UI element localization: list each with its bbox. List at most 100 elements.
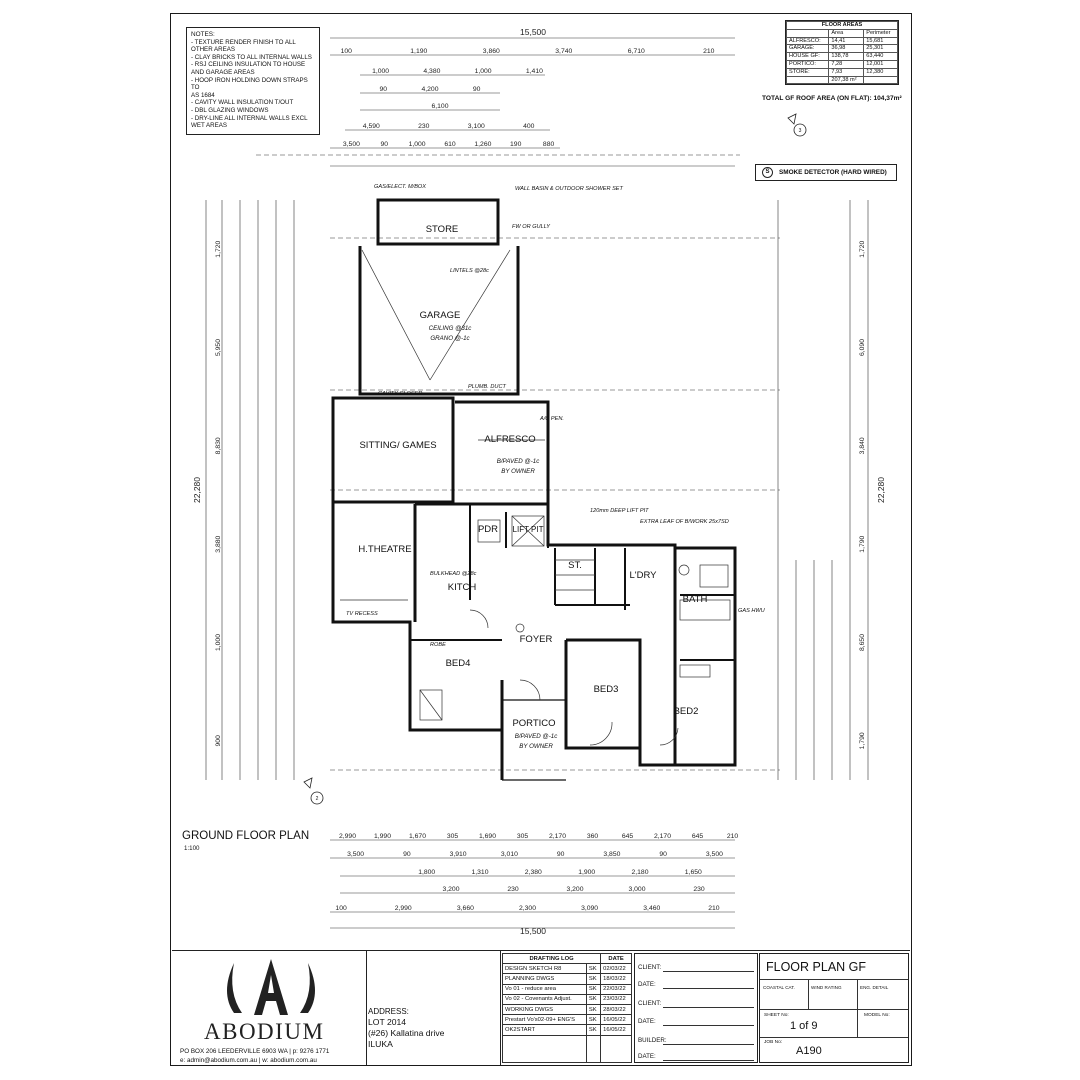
room-foyer: FOYER <box>520 634 553 645</box>
dimension-label: 305 <box>517 833 529 840</box>
room-portico: PORTICO <box>512 718 555 729</box>
dimension-label: 4,380 <box>423 68 440 75</box>
dimension-label: 5,950 <box>215 339 222 356</box>
dimension-label: 1,690 <box>479 833 496 840</box>
divider <box>760 1037 908 1038</box>
dimension-label: 230 <box>418 123 430 130</box>
log-by: SK <box>585 963 602 975</box>
room-alfresco: ALFRESCO <box>484 434 535 445</box>
dimension-label: 2,180 <box>631 869 648 876</box>
address-label: ADDRESS: <box>368 1007 409 1016</box>
room-h-theatre: H.THEATRE <box>358 544 411 555</box>
date-label: DATE: <box>638 1053 656 1060</box>
log-by: SK <box>585 1024 602 1036</box>
plan-title: GROUND FLOOR PLAN <box>182 830 310 842</box>
notes-box: NOTES: - TEXTURE RENDER FINISH TO ALL OT… <box>186 27 320 135</box>
dimension-label: 1,310 <box>471 869 488 876</box>
dimension-label: 3,200 <box>442 886 459 893</box>
room-lift-pit: LIFT PIT <box>513 525 544 534</box>
dimension-label: 8,650 <box>859 634 866 651</box>
address-line-1: LOT 2014 <box>368 1017 407 1027</box>
divider <box>857 979 858 1037</box>
log-blank <box>600 1034 632 1063</box>
note-ac-pen: A/C PEN. <box>539 416 564 422</box>
dimension-label: 2,990 <box>339 833 356 840</box>
log-by: SK <box>585 983 602 995</box>
note-line: OTHER AREAS <box>191 46 236 54</box>
dimension-label: 2,170 <box>654 833 671 840</box>
log-date: 28/03/22 <box>600 1003 632 1016</box>
dimension-label: 1,190 <box>410 48 427 55</box>
note-line: - TEXTURE RENDER FINISH TO ALL <box>191 38 296 46</box>
company-name: ABODIUM <box>204 1019 325 1044</box>
dimension-label: 3,500 <box>347 851 364 858</box>
note-line: - DRY-LINE ALL INTERNAL WALLS EXCL <box>191 114 308 122</box>
log-by: SK <box>585 993 602 1005</box>
dimension-label: 210 <box>703 48 715 55</box>
room-sitting-games: SITTING/ GAMES <box>359 440 436 451</box>
client-signoff: CLIENT: DATE: CLIENT: DATE: BUILDER: DAT… <box>634 953 758 1063</box>
dim-overall-bottom: 15,500 <box>520 926 546 936</box>
dimension-label: 6,710 <box>628 48 645 55</box>
dimension-label: 4,590 <box>363 123 380 130</box>
dimension-label: 645 <box>692 833 704 840</box>
note-gas-hwu: GAS HWU <box>738 608 766 614</box>
total-roof-area: TOTAL GF ROOF AREA (ON FLAT): 104,37m² <box>762 95 902 102</box>
dim-overall-left: 22,280 <box>192 477 202 503</box>
dimension-label: 900 <box>215 735 222 747</box>
note-extra-leaf: EXTRA LEAF OF B/WORK 25x7SD <box>640 519 729 525</box>
note-line: - CLAY BRICKS TO ALL INTERNAL WALLS <box>191 53 312 61</box>
job-no-label: JOB No: <box>764 1040 783 1045</box>
dimension-label: 230 <box>507 886 519 893</box>
dimension-label: 1,720 <box>859 240 866 257</box>
log-item: Prestart Vo's02-09+ ENG'S <box>502 1014 587 1026</box>
dimension-label: 1,410 <box>526 68 543 75</box>
date-label: DATE: <box>638 981 656 988</box>
divider <box>760 1009 908 1010</box>
smoke-detector-symbol: S <box>762 167 773 178</box>
dimension-label: 90 <box>403 851 411 858</box>
smoke-detector-legend: S SMOKE DETECTOR (HARD WIRED) <box>755 164 897 181</box>
dimension-label: 645 <box>622 833 634 840</box>
dimension-label: 2,300 <box>519 905 536 912</box>
portico-owner: BY OWNER <box>519 743 553 750</box>
dimension-label: 3,850 <box>603 851 620 858</box>
alfresco-paving: B/PAVED @-1c <box>497 458 541 465</box>
log-item: DESIGN SKETCH R8 <box>502 963 587 975</box>
dimension-label: 230 <box>693 886 705 893</box>
drawing-sheet <box>170 13 912 1066</box>
dimension-label: 1,260 <box>474 141 491 148</box>
eng-detail-label: ENG. DETAIL <box>860 985 889 990</box>
log-date: 02/03/22 <box>600 963 632 975</box>
sheet-info: FLOOR PLAN GF COASTAL CAT. WIND RATING E… <box>759 953 909 1063</box>
garage-floor: GRANO @-1c <box>430 335 470 342</box>
dimension-label: 360 <box>587 833 599 840</box>
room-bed2: BED2 <box>674 706 699 717</box>
date-label: DATE: <box>638 1018 656 1025</box>
dimension-label: 1,650 <box>685 869 702 876</box>
log-date: 16/05/22 <box>600 1024 632 1036</box>
drafting-log-date-header: DATE <box>600 952 632 965</box>
sheet-no-label: SHEET No: <box>764 1013 789 1018</box>
room-garage: GARAGE <box>420 310 461 321</box>
portico-paving: B/PAVED @-1c <box>515 733 559 740</box>
dimension-label: 3,880 <box>215 535 222 552</box>
dimension-label: 3,200 <box>566 886 583 893</box>
room-pdr: PDR <box>478 524 498 535</box>
plan-scale: 1:100 <box>184 845 200 852</box>
note-bulkhead: BULKHEAD @28c <box>430 571 477 577</box>
log-blank <box>502 1034 587 1063</box>
dimension-label: 1,000 <box>215 634 222 651</box>
log-item: OK2START <box>502 1024 587 1036</box>
address-line-3: ILUKA <box>368 1039 393 1049</box>
dimension-label: 3,090 <box>581 905 598 912</box>
dimension-label: 6,100 <box>431 103 448 110</box>
dimension-label: 3,500 <box>706 851 723 858</box>
dimension-label: 4,200 <box>421 86 438 93</box>
log-blank <box>585 1034 602 1063</box>
note-wall-basin: WALL BASIN & OUTDOOR SHOWER SET <box>515 186 624 192</box>
dimension-label: 880 <box>543 141 555 148</box>
dimension-label: 6,090 <box>859 339 866 356</box>
dimension-label: 610 <box>444 141 456 148</box>
